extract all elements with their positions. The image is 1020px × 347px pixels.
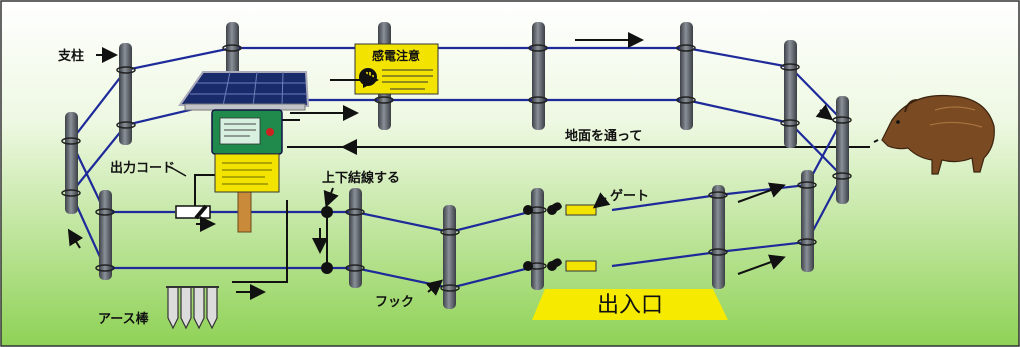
flow-arrows: [67, 32, 834, 300]
arrow-icon: [592, 192, 611, 209]
gate-handles: [523, 202, 597, 272]
post: [116, 43, 136, 145]
warning-sign-title: 感電注意: [372, 48, 420, 63]
gate-handle-top: [565, 204, 597, 216]
label-ground-rod: アース棒: [98, 311, 150, 327]
warning-sign: 感電注意: [354, 43, 439, 95]
post: [780, 40, 800, 148]
arrow-icon: [67, 228, 84, 249]
ground-rods: [166, 286, 219, 330]
tie-node-bottom: [321, 262, 333, 274]
hand-stop-icon: [359, 68, 377, 86]
label-output-cord: 出力コード: [110, 160, 175, 176]
arrow-icon: [323, 187, 339, 208]
post: [440, 205, 460, 309]
energizer-controller: [211, 109, 283, 193]
label-hook: フック: [375, 295, 414, 310]
post: [797, 170, 817, 272]
post: [61, 112, 81, 214]
label-tie-wires: 上下結線する: [322, 170, 400, 186]
gate-handle-bottom: [565, 260, 597, 272]
post: [527, 188, 547, 290]
solar-panel: [178, 71, 310, 111]
label-entrance: 出入口: [597, 293, 663, 318]
post: [708, 185, 728, 289]
post: [345, 188, 365, 288]
controller-stake: [237, 189, 252, 233]
output-cable: [232, 200, 288, 283]
label-along-ground: 地面を通って: [565, 128, 642, 144]
insulator-mark: [194, 204, 208, 220]
arrow-icon: [425, 279, 444, 296]
arrow-icon: [815, 104, 834, 121]
label-post: 支柱: [57, 48, 84, 64]
post: [676, 22, 696, 130]
arrow-icon: [737, 254, 786, 275]
gate-hook: [523, 202, 562, 215]
wild-boar-icon: [873, 94, 995, 175]
entrance-pad: [532, 289, 728, 320]
leader-line: [171, 167, 187, 177]
post: [528, 22, 548, 130]
arrow-icon: [737, 182, 786, 203]
gate-hook: [523, 258, 562, 271]
label-gate: ゲート: [610, 188, 649, 204]
post: [95, 190, 115, 280]
tie-node-top: [321, 206, 333, 218]
